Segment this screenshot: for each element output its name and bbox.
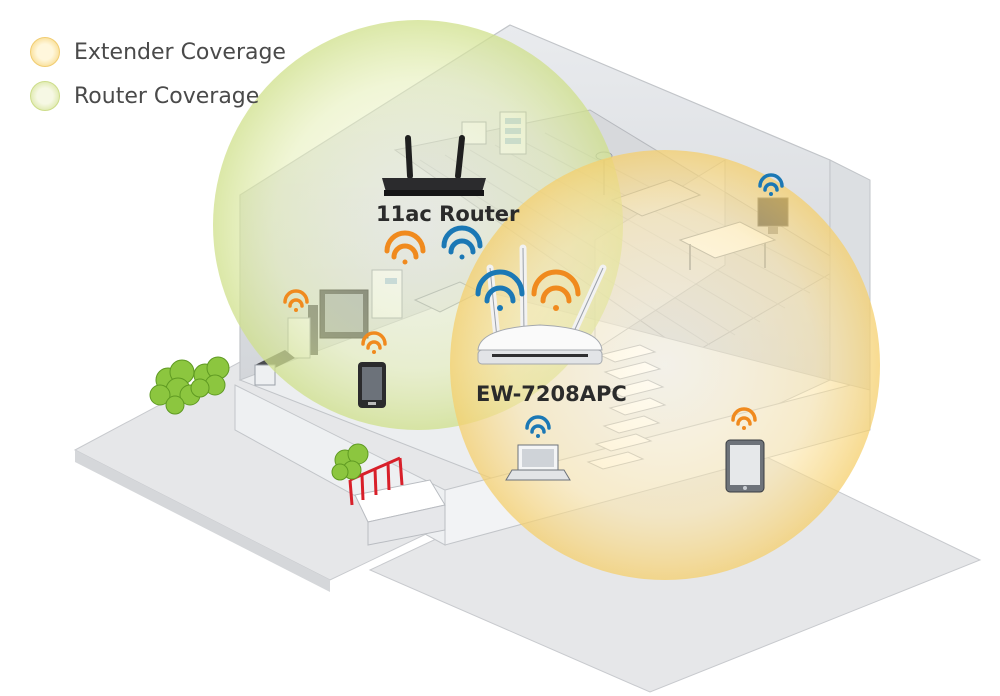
laptop-icon: [505, 444, 571, 481]
legend-item-extender: Extender Coverage: [30, 30, 286, 74]
wifi-blue-icon: [525, 415, 551, 438]
shrub-icon: [149, 359, 201, 415]
extender-icon: [477, 244, 607, 365]
shrub-icon: [190, 356, 230, 398]
legend-label: Extender Coverage: [74, 39, 286, 65]
wifi-orange-icon: [361, 331, 387, 354]
wifi-orange-icon: [731, 407, 757, 430]
shrub-icon: [331, 443, 369, 481]
extender-coverage-swatch-icon: [30, 37, 60, 67]
wifi-blue-icon: [758, 173, 784, 196]
tablet-icon: [725, 439, 765, 493]
wifi-orange-icon: [283, 289, 309, 312]
legend: Extender Coverage Router Coverage: [30, 30, 286, 118]
shrubs: [149, 356, 369, 481]
wifi-orange-icon: [384, 230, 426, 265]
wifi-orange-icon: [531, 269, 581, 311]
router-coverage-swatch-icon: [30, 81, 60, 111]
phone-icon: [358, 362, 386, 408]
legend-item-router: Router Coverage: [30, 74, 286, 118]
router-icon: [382, 135, 486, 196]
router-label: 11ac Router: [376, 202, 520, 226]
wifi-blue-icon: [475, 269, 525, 311]
extender-label: EW-7208APC: [476, 382, 627, 406]
legend-label: Router Coverage: [74, 83, 260, 109]
wifi-blue-icon: [441, 225, 483, 260]
